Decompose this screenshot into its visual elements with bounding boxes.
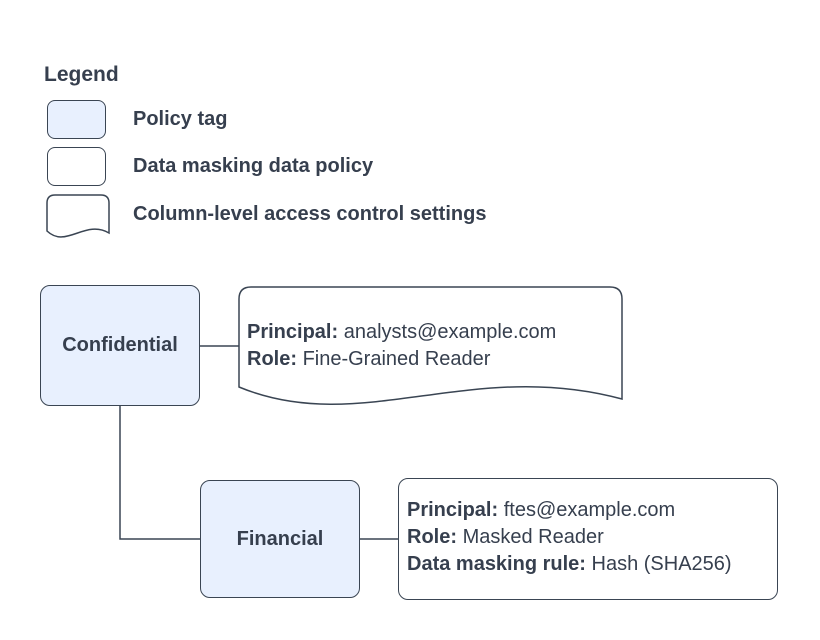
policy-line-masking-rule: Data masking rule: Hash (SHA256) — [407, 553, 732, 575]
legend-document-shape — [46, 194, 110, 238]
node-financial-label: Financial — [236, 527, 324, 550]
policy-line-principal: Principal: ftes@example.com — [407, 499, 676, 521]
box-financial-policy-text: Principal: ftes@example.com Role: Masked… — [407, 497, 732, 578]
policy-line-role: Role: Masked Reader — [407, 526, 604, 548]
settings-line-role: Role: Fine-Grained Reader — [247, 348, 491, 370]
legend-policy-tag-swatch — [47, 100, 106, 139]
box-financial-policy — [398, 478, 778, 600]
legend-title: Legend — [44, 63, 119, 86]
legend-data-policy-label: Data masking data policy — [133, 155, 374, 177]
legend-column-settings-label: Column-level access control settings — [133, 203, 487, 225]
legend-data-policy-swatch — [47, 147, 106, 186]
node-financial: Financial — [200, 480, 360, 598]
legend-policy-tag-label: Policy tag — [133, 108, 228, 130]
settings-line-principal: Principal: analysts@example.com — [247, 321, 557, 343]
connector-confidential-financial — [119, 406, 200, 540]
doc-confidential-settings-text: Principal: analysts@example.com Role: Fi… — [247, 319, 556, 373]
node-confidential-label: Confidential — [62, 334, 178, 356]
node-confidential: Confidential — [40, 285, 200, 406]
doc-confidential-settings-shape — [238, 286, 623, 405]
